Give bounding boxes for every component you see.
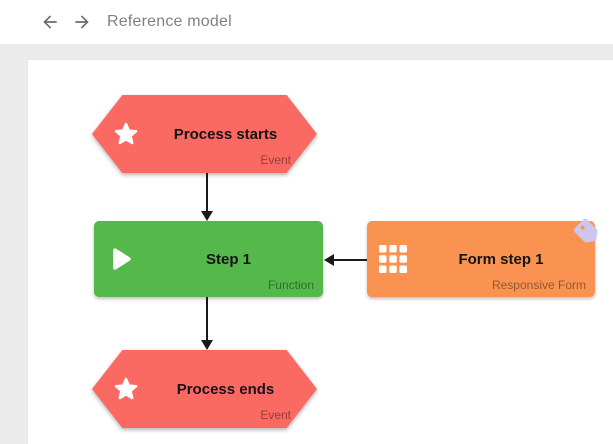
connector-line [205,173,208,213]
node-type-label: Event [260,153,291,167]
star-icon [106,377,146,401]
node-title: Process ends [176,380,275,398]
back-button[interactable] [39,11,61,33]
tag-icon [572,217,602,247]
arrow-back-icon [43,15,57,29]
arrow-forward-icon [75,15,89,29]
top-navigation-bar: Reference model [0,0,613,44]
connector-starts-to-step1[interactable] [200,173,213,221]
node-process-ends[interactable]: Process ends Event [92,350,317,428]
grid-icon [367,245,419,273]
node-step-1[interactable]: Step 1 Function [94,221,323,297]
node-process-starts[interactable]: Process starts Event [92,95,317,173]
connector-step1-to-ends[interactable] [200,297,213,350]
forward-button[interactable] [71,11,93,33]
node-type-label: Responsive Form [491,278,586,292]
diagram-canvas[interactable]: Process starts Event Step 1 Function [28,60,613,444]
arrowhead-down-icon [200,211,213,221]
node-type-label: Event [260,408,291,422]
node-title: Step 1 [205,250,251,268]
node-form-step-1[interactable]: Form step 1 Responsive Form [367,218,598,297]
connector-line [205,297,208,342]
arrowhead-down-icon [200,340,213,350]
page-title: Reference model [107,13,232,30]
connector-line [332,258,367,261]
node-type-label: Function [267,278,314,292]
star-icon [106,122,146,146]
play-icon [94,244,146,274]
arrowhead-left-icon [324,253,334,266]
node-title: Process starts [173,125,278,143]
node-title: Form step 1 [458,250,544,268]
connector-form-to-step1[interactable] [324,253,367,266]
